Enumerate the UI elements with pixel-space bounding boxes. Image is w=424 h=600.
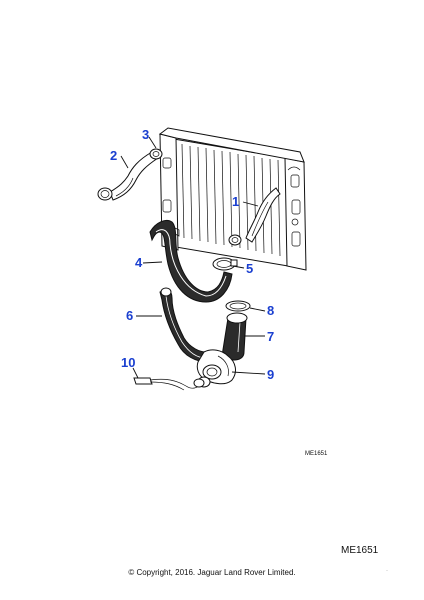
callout-8: 8 <box>267 303 274 318</box>
leader-lines <box>120 136 266 379</box>
radiator <box>158 127 307 271</box>
clip-part-8 <box>225 300 251 312</box>
callout-7: 7 <box>267 329 274 344</box>
clip-part-3 <box>149 148 163 160</box>
hose-part-6 <box>159 287 209 363</box>
clip-part-5 <box>212 257 238 271</box>
callout-1: 1 <box>232 194 239 209</box>
corner-mark: · <box>386 568 388 574</box>
callout-3: 3 <box>142 127 149 142</box>
callout-9: 9 <box>267 367 274 382</box>
hose-part-7 <box>221 312 248 361</box>
sensor-part-10 <box>133 377 205 391</box>
callout-2: 2 <box>110 148 117 163</box>
callout-5: 5 <box>246 261 253 276</box>
drawing-reference-small: ME1651 <box>305 451 328 457</box>
hose-part-4 <box>149 219 233 303</box>
callouts: 1 2 3 4 5 6 7 8 9 10 <box>110 127 274 382</box>
hose-part-1 <box>228 187 281 246</box>
callout-6: 6 <box>126 308 133 323</box>
callout-10: 10 <box>121 355 135 370</box>
drawing-reference-footer: ME1651 <box>341 545 379 556</box>
water-pipe-part-9 <box>196 349 236 388</box>
copyright-notice: © Copyright, 2016. Jaguar Land Rover Lim… <box>128 568 296 577</box>
callout-4: 4 <box>135 255 143 270</box>
top-hose-part-2 <box>97 151 159 201</box>
